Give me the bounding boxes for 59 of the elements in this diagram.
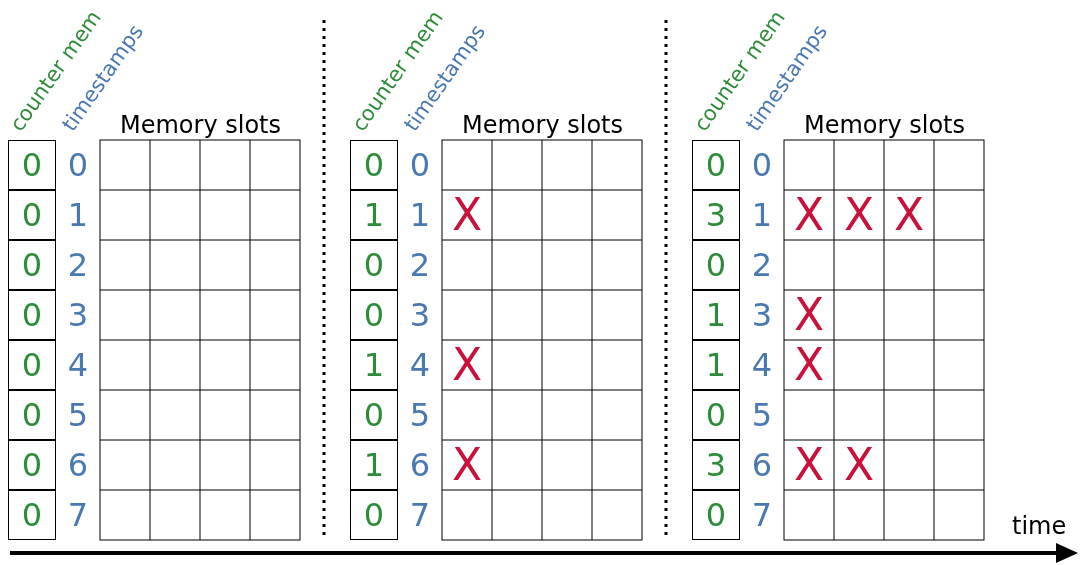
timestamp-value: 3 bbox=[408, 295, 432, 336]
counter-value: 0 bbox=[350, 490, 398, 540]
counter-value: 1 bbox=[350, 190, 398, 240]
timestamp-value: 0 bbox=[66, 145, 90, 186]
counter-value: 0 bbox=[350, 290, 398, 340]
counter-value: 0 bbox=[692, 490, 740, 540]
cross-mark: X bbox=[792, 440, 826, 490]
timestamp-value: 0 bbox=[408, 145, 432, 186]
timestamp-value: 6 bbox=[750, 445, 774, 486]
counter-value: 3 bbox=[692, 440, 740, 490]
timestamp-value: 7 bbox=[750, 495, 774, 536]
counter-value: 0 bbox=[8, 490, 56, 540]
cross-mark: X bbox=[842, 440, 876, 490]
timestamp-value: 2 bbox=[750, 245, 774, 286]
cross-mark: X bbox=[842, 190, 876, 240]
timestamp-value: 6 bbox=[66, 445, 90, 486]
counter-value: 0 bbox=[8, 390, 56, 440]
cross-mark: X bbox=[450, 340, 484, 390]
cross-mark: X bbox=[450, 440, 484, 490]
timestamp-value: 3 bbox=[66, 295, 90, 336]
timestamp-value: 5 bbox=[408, 395, 432, 436]
cross-mark: X bbox=[792, 290, 826, 340]
counter-value: 0 bbox=[8, 140, 56, 190]
timestamp-value: 1 bbox=[408, 195, 432, 236]
timestamp-value: 1 bbox=[750, 195, 774, 236]
timestamp-value: 0 bbox=[750, 145, 774, 186]
timestamp-value: 4 bbox=[750, 345, 774, 386]
counter-value: 0 bbox=[692, 240, 740, 290]
timestamp-value: 2 bbox=[408, 245, 432, 286]
counter-value: 1 bbox=[692, 340, 740, 390]
counter-value: 0 bbox=[692, 390, 740, 440]
timestamp-value: 5 bbox=[750, 395, 774, 436]
counter-value: 1 bbox=[350, 440, 398, 490]
counter-value: 0 bbox=[8, 290, 56, 340]
counter-value: 0 bbox=[692, 140, 740, 190]
counter-value: 0 bbox=[8, 240, 56, 290]
timestamp-value: 6 bbox=[408, 445, 432, 486]
timestamp-value: 1 bbox=[66, 195, 90, 236]
timestamp-value: 4 bbox=[408, 345, 432, 386]
timestamp-value: 5 bbox=[66, 395, 90, 436]
timestamp-value: 4 bbox=[66, 345, 90, 386]
counter-value: 0 bbox=[350, 240, 398, 290]
cross-mark: X bbox=[892, 190, 926, 240]
timestamp-value: 2 bbox=[66, 245, 90, 286]
counter-value: 1 bbox=[692, 290, 740, 340]
timestamp-value: 3 bbox=[750, 295, 774, 336]
counter-value: 1 bbox=[350, 340, 398, 390]
counter-value: 0 bbox=[8, 440, 56, 490]
cross-mark: X bbox=[792, 190, 826, 240]
axis-label: time bbox=[1012, 514, 1067, 538]
counter-value: 0 bbox=[350, 390, 398, 440]
counter-value: 0 bbox=[8, 190, 56, 240]
counter-value: 0 bbox=[350, 140, 398, 190]
cross-mark: X bbox=[792, 340, 826, 390]
counter-value: 0 bbox=[8, 340, 56, 390]
timestamp-value: 7 bbox=[66, 495, 90, 536]
cross-mark: X bbox=[450, 190, 484, 240]
timestamp-value: 7 bbox=[408, 495, 432, 536]
counter-value: 3 bbox=[692, 190, 740, 240]
